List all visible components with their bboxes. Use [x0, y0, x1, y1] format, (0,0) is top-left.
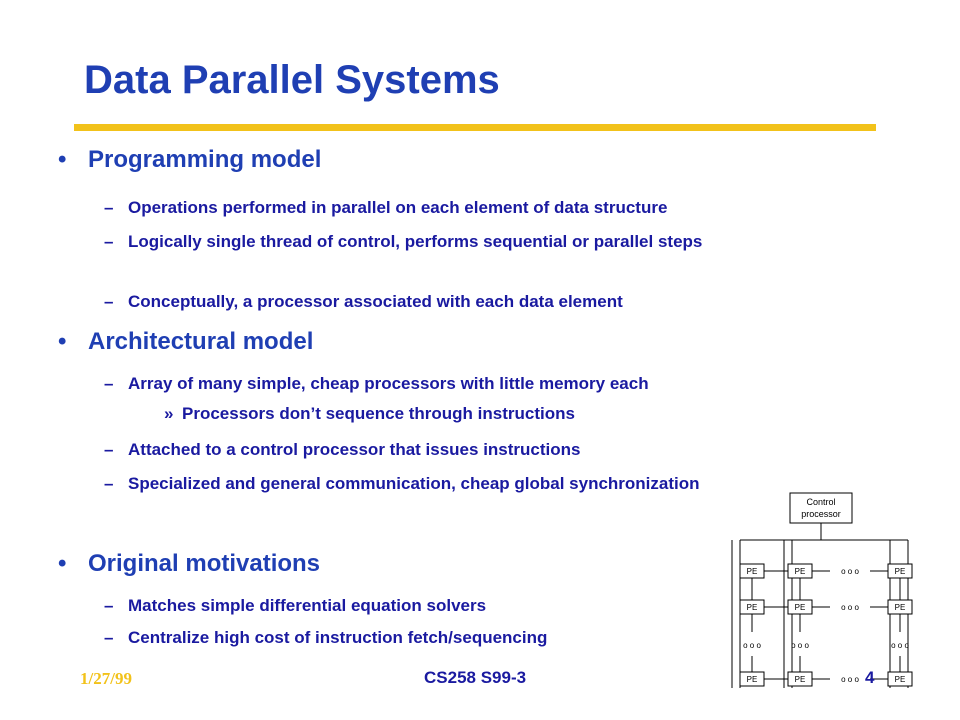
sub-list-item: » Processors don’t sequence through inst… [164, 404, 575, 424]
list-item-text: Conceptually, a processor associated wit… [128, 292, 623, 311]
pe-label: PE [795, 567, 806, 576]
list-item-text: Centralize high cost of instruction fetc… [128, 628, 548, 647]
dash-marker: – [104, 198, 114, 217]
pe-label: PE [747, 675, 758, 684]
list-item: – Specialized and general communication,… [104, 472, 753, 495]
pe-label: PE [895, 603, 906, 612]
section-architectural-model: • Architectural model [58, 328, 313, 356]
list-item: – Array of many simple, cheap processors… [104, 372, 898, 395]
list-item: – Matches simple differential equation s… [104, 594, 728, 617]
ellipsis: o o o [841, 675, 859, 684]
pe-row-2: PE PE PE o o o [739, 599, 913, 615]
dash-marker: – [104, 232, 114, 251]
dash-marker: – [104, 596, 114, 615]
pe-label: PE [895, 567, 906, 576]
dash-marker: – [104, 474, 114, 493]
list-item-text: Operations performed in parallel on each… [128, 198, 668, 217]
pe-column-ellipses: o o o o o o o o o [743, 578, 909, 672]
bullet-marker: • [58, 146, 67, 173]
sub-bullet-marker: » [164, 404, 174, 423]
pe-label: PE [747, 567, 758, 576]
list-item: – Centralize high cost of instruction fe… [104, 626, 728, 649]
list-item-text: Matches simple differential equation sol… [128, 596, 487, 615]
pe-label: PE [795, 603, 806, 612]
list-item-text: Processors don’t sequence through instru… [182, 404, 575, 423]
ellipsis: o o o [743, 641, 761, 650]
list-item-text: Specialized and general communication, c… [128, 474, 700, 493]
list-item-text: Logically single thread of control, perf… [128, 232, 703, 251]
control-label-line2: processor [801, 509, 841, 519]
bullet-marker: • [58, 550, 67, 577]
list-item: – Logically single thread of control, pe… [104, 230, 888, 253]
dash-marker: – [104, 440, 114, 459]
slide-title: Data Parallel Systems [84, 58, 500, 102]
dash-marker: – [104, 292, 114, 311]
ellipsis: o o o [841, 567, 859, 576]
ellipsis: o o o [891, 641, 909, 650]
list-item-text: Array of many simple, cheap processors w… [128, 374, 649, 393]
pe-label: PE [895, 675, 906, 684]
title-underline [74, 124, 876, 131]
pe-row-1: PE PE PE o o o [739, 563, 913, 579]
section-heading: Programming model [88, 146, 322, 173]
pe-row-3: PE PE PE o o o [739, 671, 913, 687]
list-item: – Conceptually, a processor associated w… [104, 290, 898, 313]
section-heading: Original motivations [88, 550, 321, 577]
section-programming-model: • Programming model [58, 146, 321, 174]
control-processor-box [789, 492, 853, 524]
list-item: – Attached to a control processor that i… [104, 438, 898, 461]
section-heading: Architectural model [88, 328, 314, 355]
footer-date: 1/27/99 [80, 669, 132, 688]
ellipsis: o o o [791, 641, 809, 650]
control-label-line1: Control [806, 497, 835, 507]
list-item: – Operations performed in parallel on ea… [104, 196, 898, 219]
dash-marker: – [104, 628, 114, 647]
dash-marker: – [104, 374, 114, 393]
footer-course: CS258 S99-3 [424, 668, 527, 687]
pe-label: PE [747, 603, 758, 612]
pe-label: PE [795, 675, 806, 684]
footer-page-number: 4 [865, 668, 875, 687]
list-item-text: Attached to a control processor that iss… [128, 440, 581, 459]
bullet-marker: • [58, 328, 67, 355]
section-original-motivations: • Original motivations [58, 550, 320, 578]
ellipsis: o o o [841, 603, 859, 612]
processor-array-diagram: Control processor PE PE PE o o o PE PE P… [731, 492, 913, 688]
